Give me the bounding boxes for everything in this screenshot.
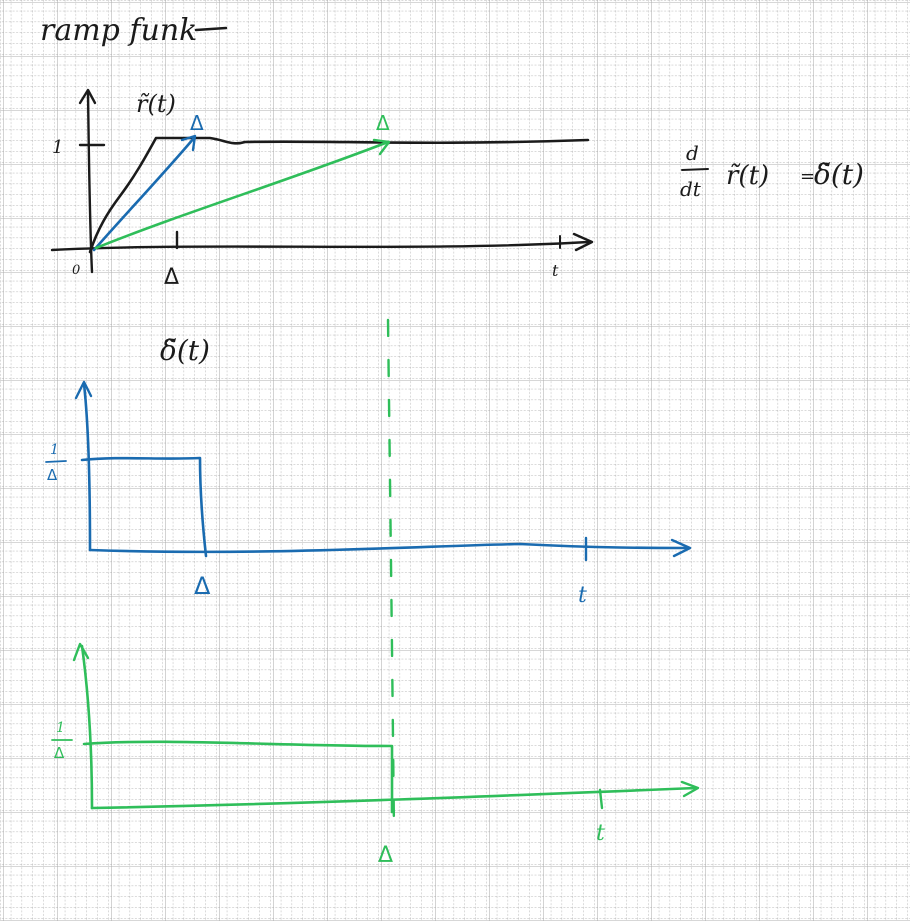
blue-y-axis-arrow [74,380,93,400]
ramp-t-axis [50,240,590,252]
ramp-curve-blue [92,136,196,252]
ramp-curve-green [94,140,390,250]
green-pulse-plot: 1 Δ Δ t [51,642,700,868]
green-delta-label: Δ [378,843,393,868]
ramp-y-tick-label: 1 [52,137,63,158]
green-height-label-num: 1 [56,720,65,736]
ramp-delta-label: Δ [164,265,179,290]
ramp-t-axis-label: t [552,261,559,280]
green-t-axis-arrow [680,780,700,798]
green-y-axis-arrow [72,642,90,662]
ramp-curve-black [88,136,590,254]
blue-pulse-plot: δ̃(t) 1 Δ Δ t [45,334,692,608]
blue-height-label-bar [45,460,67,463]
ramp-y-axis [86,90,94,274]
blue-t-axis-label: t [578,583,587,608]
equation-numerator: d [686,141,699,165]
equation-lhs: r̃(t) [726,161,769,191]
ramp-function-label: r̃(t) [136,90,176,118]
green-pulse [82,740,394,814]
green-y-axis [80,644,94,810]
blue-function-label: δ̃(t) [160,334,210,367]
equation-equals: = [800,166,815,187]
blue-delta-label: Δ [194,572,211,600]
equation-rhs: δ̃(t) [814,158,864,191]
ramp-origin-label: 0 [72,263,80,278]
ramp-curve-green-arrowhead [372,138,391,156]
ramp-plot: 1 0 Δ t r̃(t) Δ Δ [50,88,594,290]
blue-t-axis-arrow [670,538,692,558]
green-t-axis [90,786,698,810]
ramp-blue-delta-label: Δ [190,111,204,135]
page-title: ramp funk [40,13,197,48]
ramp-t-axis-arrow [572,232,594,252]
green-height-label-den: Δ [54,744,65,762]
ramp-y-axis-arrow [78,88,97,105]
equation-fraction-bar [681,168,709,171]
equation-denominator: dt [680,177,702,201]
green-t-tick [598,788,604,810]
derivative-equation: d dt r̃(t) = δ̃(t) [680,141,864,201]
green-dashed-guide [386,318,396,834]
ramp-curve-blue-arrowhead [180,134,197,152]
blue-height-label-num: 1 [50,442,59,458]
blue-pulse [80,456,208,558]
ramp-green-delta-label: Δ [376,111,390,135]
blue-height-label-den: Δ [47,466,58,484]
title-underline-stroke [194,26,228,32]
blue-t-axis [88,542,690,554]
green-t-axis-label: t [596,821,605,846]
blue-y-axis [82,382,92,552]
